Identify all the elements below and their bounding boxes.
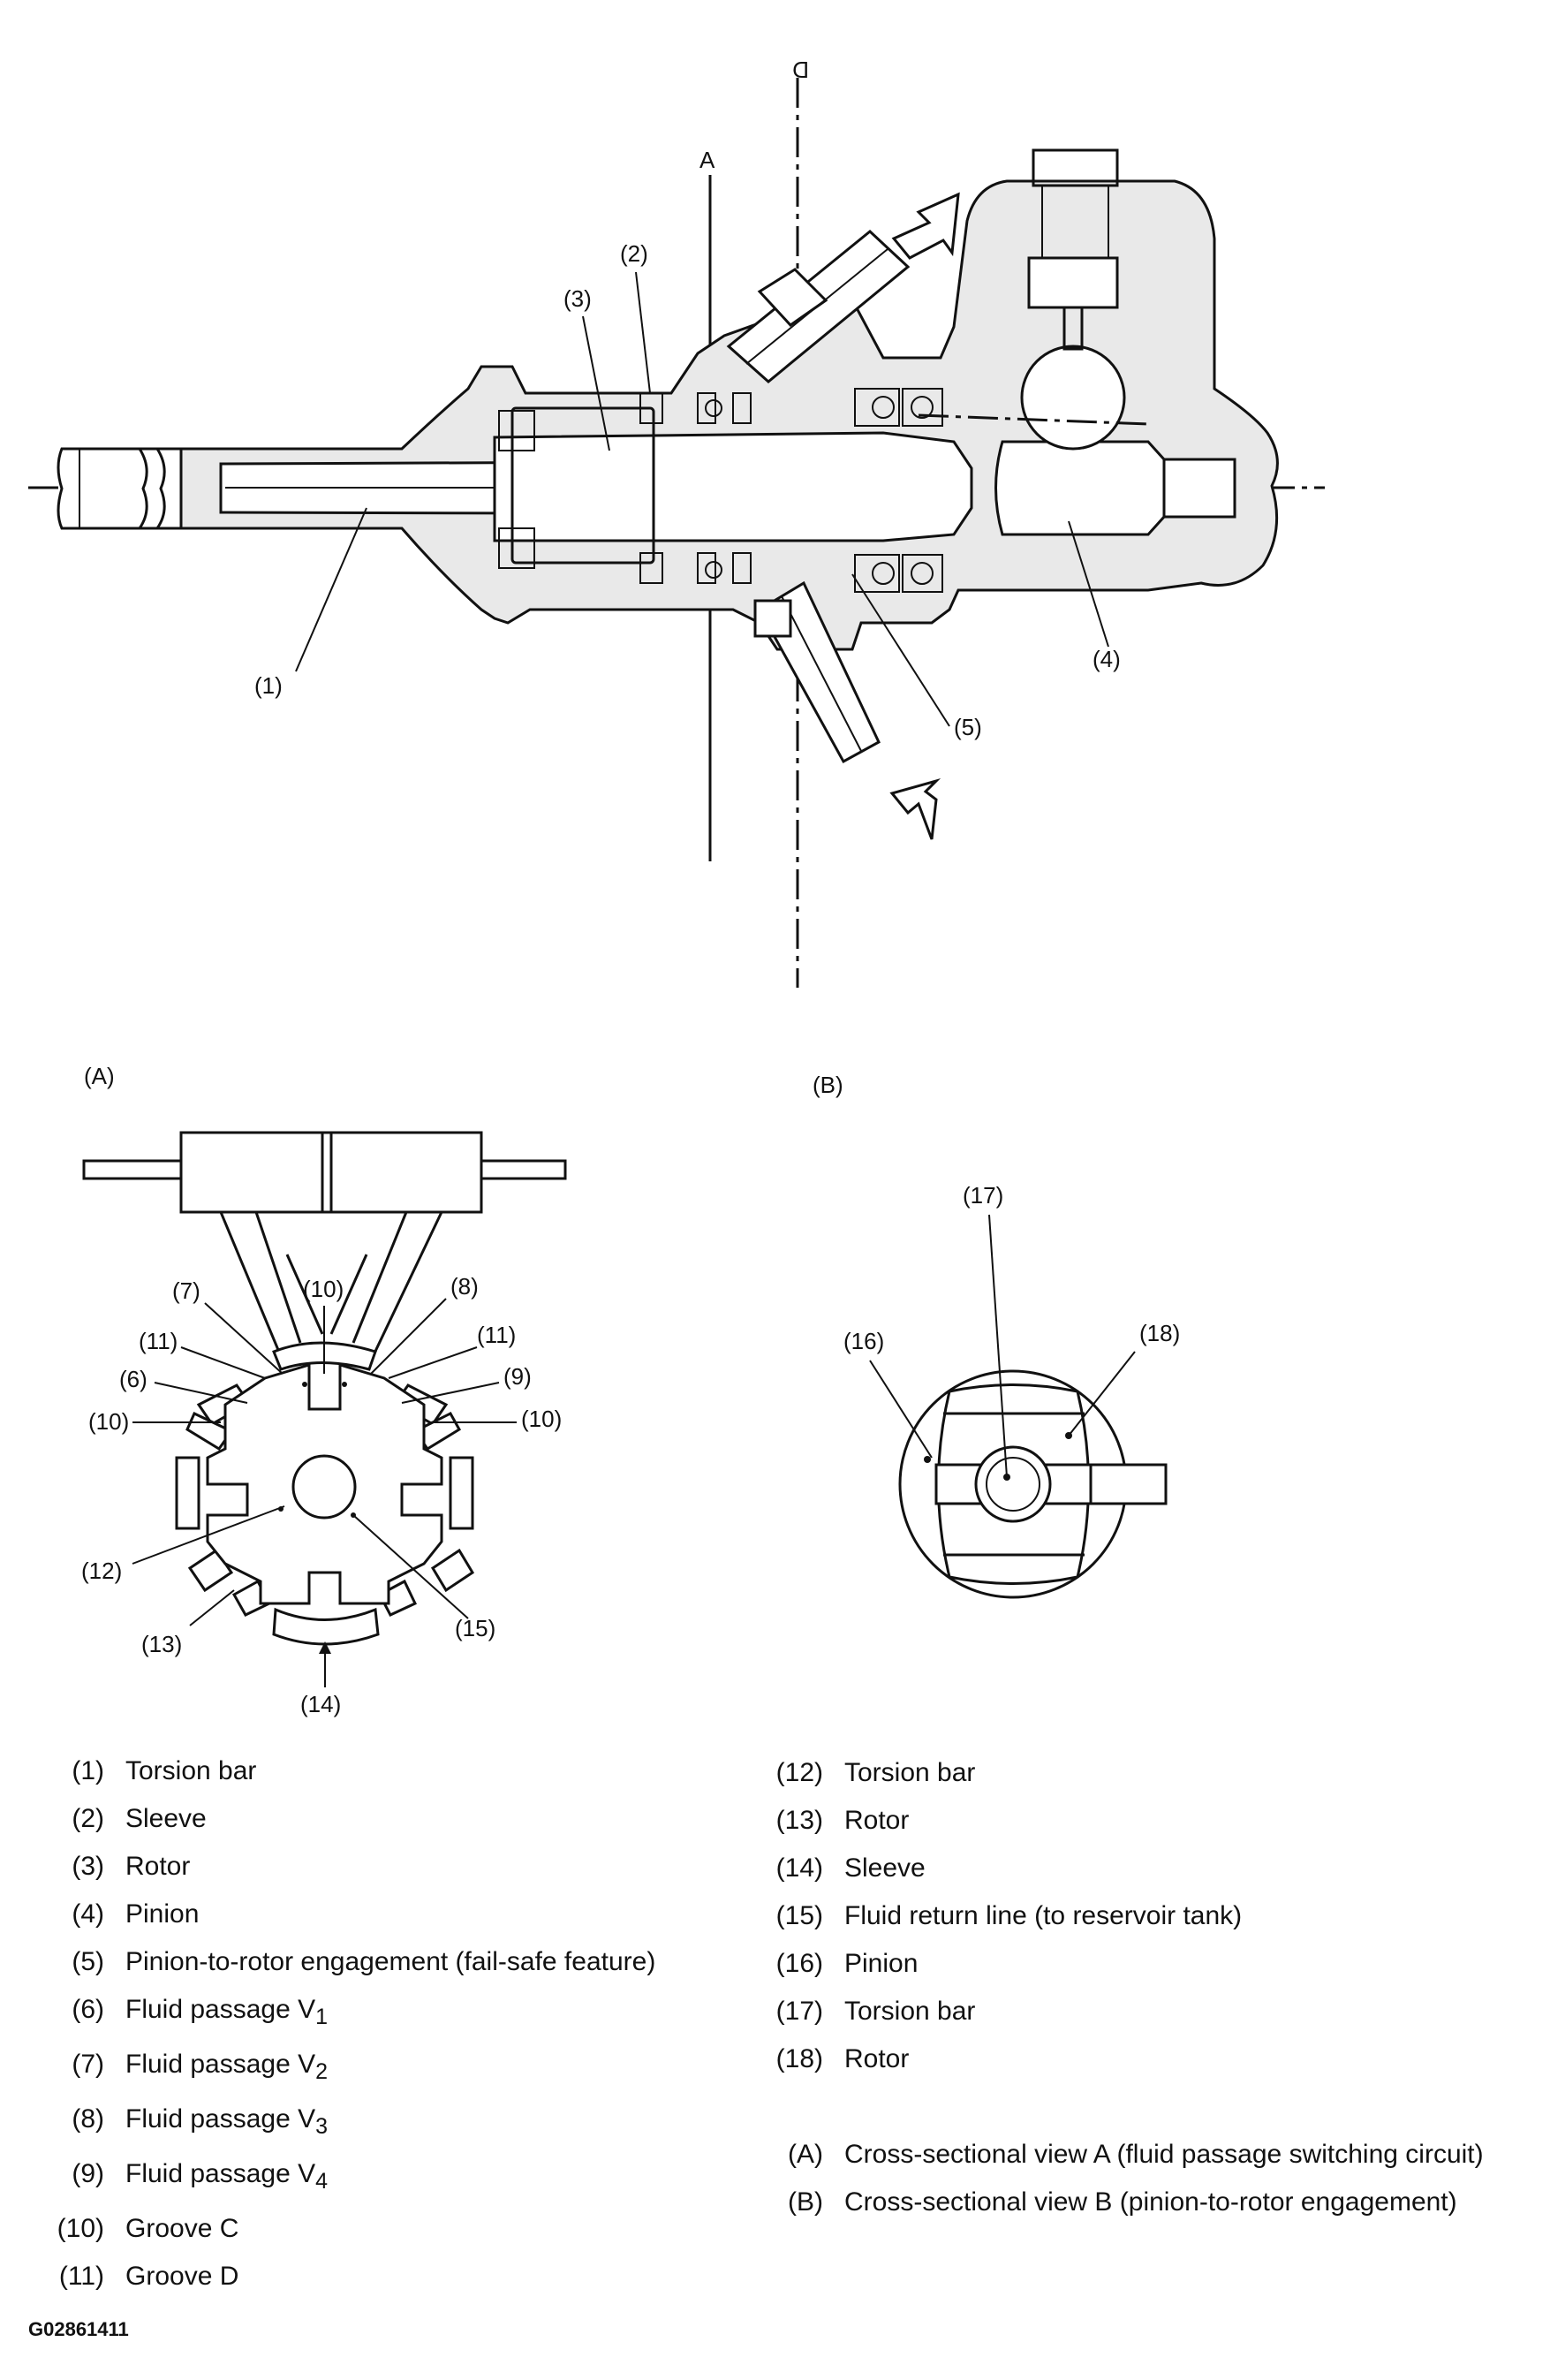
legend-row: (5)Pinion-to-rotor engagement (fail-safe… xyxy=(72,1947,656,1976)
inlet-port xyxy=(726,230,911,383)
callout-11-left: (11) xyxy=(139,1328,178,1354)
bearings xyxy=(854,388,943,593)
groove-c-arrow xyxy=(319,1641,331,1654)
callout-9: (9) xyxy=(503,1363,532,1390)
legend-row: (3)Rotor xyxy=(72,1852,191,1881)
torsion-bar-center xyxy=(291,1454,357,1520)
legend-row: (10)Groove C xyxy=(57,2214,239,2243)
pinion xyxy=(994,440,1166,536)
legend-row: (A)Cross-sectional view A (fluid passage… xyxy=(788,2140,1484,2169)
callout-17: (17) xyxy=(963,1182,1003,1209)
legend-row: (4)Pinion xyxy=(72,1899,200,1929)
callout-8: (8) xyxy=(450,1273,479,1300)
flow-in-arrow xyxy=(891,192,960,260)
legend-row: (6)Fluid passage V1 xyxy=(72,1995,329,2029)
callout-11-right: (11) xyxy=(477,1322,516,1348)
view-a-label: (A) xyxy=(84,1063,115,1089)
legend-right: (12)Torsion bar (13)Rotor (14)Sleeve (15… xyxy=(742,1749,1484,2226)
legend-row: (12)Torsion bar xyxy=(775,1758,976,1787)
shaft-ring xyxy=(138,448,166,529)
legend-row: (9)Fluid passage V4 xyxy=(72,2159,329,2194)
callout-15: (15) xyxy=(455,1615,495,1641)
legend-row: (16)Pinion xyxy=(775,1949,919,1978)
support-ball xyxy=(1020,345,1126,451)
legend-row: (11)Groove D xyxy=(58,2262,239,2291)
section-label-d: D xyxy=(792,57,809,83)
callout-4: (4) xyxy=(1093,646,1121,672)
callout-14: (14) xyxy=(300,1691,341,1717)
legend-row: (B)Cross-sectional view B (pinion-to-rot… xyxy=(788,2187,1457,2217)
callout-16: (16) xyxy=(843,1328,884,1354)
callout-3: (3) xyxy=(563,285,592,312)
cross-section-view-b: (B) (17) (16) (18) xyxy=(813,1072,1180,1599)
cross-section-view-a: (A) xyxy=(81,1063,567,1717)
figure-code: G02861411 xyxy=(28,2318,129,2340)
legend-row: (13)Rotor xyxy=(775,1806,910,1835)
callout-13: (13) xyxy=(141,1631,182,1657)
legend-row: (15)Fluid return line (to reservoir tank… xyxy=(775,1901,1243,1930)
view-b-label: (B) xyxy=(813,1072,843,1098)
view-a-leaders xyxy=(132,1298,517,1687)
callout-10-top: (10) xyxy=(303,1276,344,1302)
rotor xyxy=(493,431,973,542)
sleeve-grooves xyxy=(639,392,752,584)
legend-row: (7)Fluid passage V2 xyxy=(72,2050,329,2084)
legend-row: (18)Rotor xyxy=(775,2044,910,2073)
legend-left: (1)Torsion bar (2)Sleeve (3)Rotor (4)Pin… xyxy=(28,1747,656,2300)
legend-row: (14)Sleeve xyxy=(775,1853,926,1883)
section-label-a: A xyxy=(699,147,715,173)
legend-row: (17)Torsion bar xyxy=(775,1997,976,2026)
legend-row: (2)Sleeve xyxy=(72,1804,207,1833)
flow-out-arrow xyxy=(889,778,941,840)
legend-row: (8)Fluid passage V3 xyxy=(72,2104,329,2139)
callout-6: (6) xyxy=(119,1366,147,1392)
callout-10-left: (10) xyxy=(88,1408,129,1435)
legend-row-spacer xyxy=(742,2083,1484,2131)
callout-10-right: (10) xyxy=(521,1406,562,1432)
callout-18: (18) xyxy=(1139,1320,1180,1346)
callout-7: (7) xyxy=(172,1277,200,1304)
callout-12: (12) xyxy=(81,1558,122,1584)
sleeve-bottom-segment xyxy=(272,1607,380,1646)
longitudinal-section: (1) (2) (3) (4) (5) A D xyxy=(28,57,1325,988)
callout-1: (1) xyxy=(254,672,283,699)
outlet-port xyxy=(753,580,881,764)
pinion-key xyxy=(1089,1463,1168,1505)
legend-row: (1)Torsion bar xyxy=(72,1756,257,1785)
callout-2: (2) xyxy=(620,240,648,267)
callout-5: (5) xyxy=(954,714,982,740)
